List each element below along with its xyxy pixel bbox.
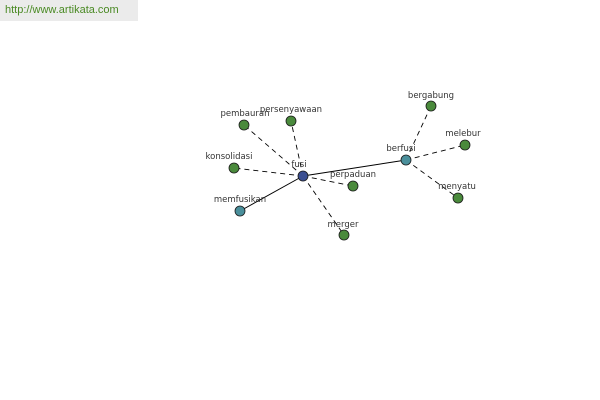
- node-label-persenyawaan[interactable]: persenyawaan: [260, 105, 322, 115]
- node-label-pembauran[interactable]: pembauran: [221, 109, 270, 119]
- edge-berfusi-menyatu: [405, 159, 459, 199]
- node-perpaduan[interactable]: [347, 180, 359, 192]
- node-persenyawaan[interactable]: [285, 115, 297, 127]
- node-label-menyatu[interactable]: menyatu: [438, 182, 476, 192]
- node-label-memfusikan[interactable]: memfusikan: [214, 195, 266, 205]
- node-merger[interactable]: [338, 229, 350, 241]
- node-fusi[interactable]: [297, 170, 309, 182]
- node-label-bergabung[interactable]: bergabung: [408, 91, 454, 101]
- edge-fusi-pembauran: [243, 124, 304, 177]
- node-konsolidasi[interactable]: [228, 162, 240, 174]
- edge-fusi-persenyawaan: [290, 120, 304, 177]
- node-bergabung[interactable]: [425, 100, 437, 112]
- edge-fusi-konsolidasi: [233, 167, 304, 177]
- nodes-layer: [228, 100, 471, 241]
- node-berfusi[interactable]: [400, 154, 412, 166]
- node-memfusikan[interactable]: [234, 205, 246, 217]
- edge-fusi-memfusikan: [239, 175, 304, 212]
- node-label-merger[interactable]: merger: [328, 220, 359, 230]
- node-label-konsolidasi[interactable]: konsolidasi: [206, 152, 253, 162]
- node-label-perpaduan[interactable]: perpaduan: [330, 170, 376, 180]
- node-menyatu[interactable]: [452, 192, 464, 204]
- node-melebur[interactable]: [459, 139, 471, 151]
- node-label-fusi[interactable]: fusi: [291, 160, 306, 170]
- site-url-link[interactable]: http://www.artikata.com: [5, 4, 119, 16]
- edges-layer: [233, 105, 466, 236]
- edge-fusi-merger: [302, 175, 345, 236]
- edge-berfusi-bergabung: [405, 105, 432, 161]
- url-bar: http://www.artikata.com: [0, 0, 138, 21]
- node-pembauran[interactable]: [238, 119, 250, 131]
- edge-fusi-berfusi: [302, 159, 407, 177]
- labels-layer: fusi berfusi memfusikan pembauranpersenyawa…: [206, 91, 482, 230]
- edge-berfusi-melebur: [405, 144, 466, 161]
- node-label-melebur[interactable]: melebur: [445, 129, 481, 139]
- node-label-berfusi[interactable]: berfusi: [386, 144, 415, 154]
